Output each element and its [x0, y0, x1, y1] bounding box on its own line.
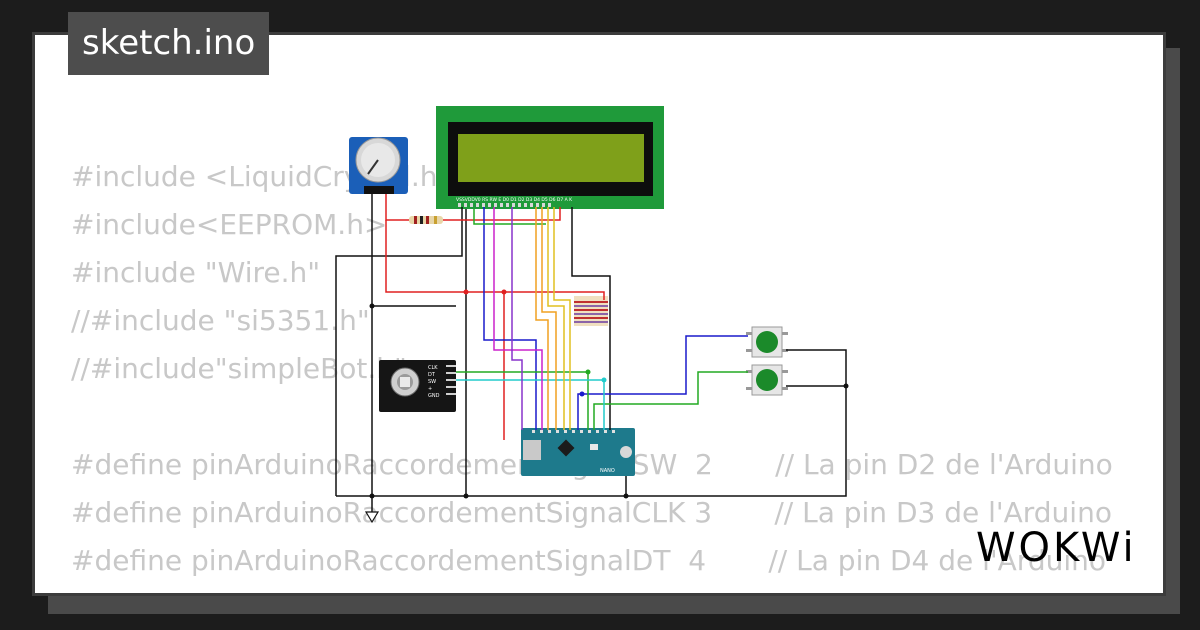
- code-line: #include <LiquidCrystal.h>: [71, 160, 461, 193]
- resistor: [409, 216, 443, 224]
- encoder-pin-dt: DT: [428, 372, 436, 378]
- lcd-pin-labels: VSSVDDV0 RS RW E D0 D1 D2 D3 D4 D5 D6 D7…: [456, 197, 573, 203]
- code-line: #include<EEPROM.h>: [71, 208, 388, 241]
- encoder-pin-sw: SW: [428, 379, 436, 385]
- code-line: #define pinArduinoRaccordementSignalDT 4…: [71, 544, 1107, 577]
- push-button-2[interactable]: [746, 364, 788, 396]
- lcd-display[interactable]: VSSVDDV0 RS RW E D0 D1 D2 D3 D4 D5 D6 D7…: [436, 106, 664, 209]
- potentiometer[interactable]: [349, 137, 408, 194]
- code-line: #define pinArduinoRaccordementSignalCLK …: [71, 496, 1112, 529]
- arduino-nano[interactable]: NANO: [521, 428, 635, 476]
- ground-icon: [364, 511, 380, 524]
- sketch-file-title[interactable]: sketch.ino: [68, 12, 270, 75]
- rotary-encoder[interactable]: CLK DT SW + GND: [379, 360, 456, 412]
- junctions: [369, 289, 849, 499]
- code-background: #include <LiquidCrystal.h> #include<EEPRO…: [71, 153, 1113, 585]
- encoder-pin-gnd: GND: [428, 393, 440, 399]
- code-line: //#include "si5351.h": [71, 304, 370, 337]
- wokwi-logo: WOKWi: [976, 525, 1137, 571]
- arduino-label: NANO: [600, 468, 615, 474]
- encoder-pin-plus: +: [428, 386, 432, 392]
- resistor-array: [574, 296, 608, 326]
- push-button-1[interactable]: [746, 326, 788, 358]
- code-line: //#include"simpleBot.h": [71, 352, 407, 385]
- code-line: #include "Wire.h": [71, 256, 321, 289]
- encoder-pin-clk: CLK: [428, 365, 438, 371]
